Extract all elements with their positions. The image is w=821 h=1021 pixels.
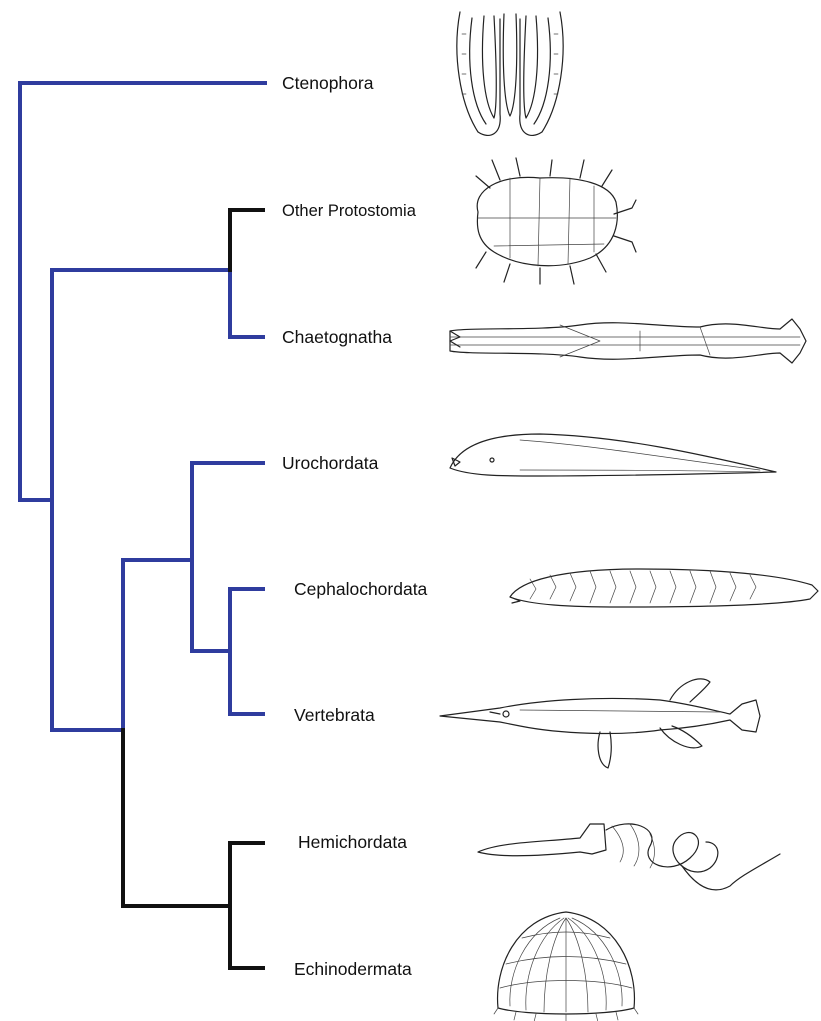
branch-hemi-echino	[230, 843, 263, 968]
highlight-branches	[20, 83, 265, 730]
sea-urchin-illustration	[494, 912, 638, 1021]
branch-chordata	[192, 463, 263, 651]
label-ctenophora: Ctenophora	[282, 73, 374, 93]
branch-olfactores	[230, 589, 263, 714]
gar-fish-illustration	[440, 679, 760, 768]
label-urochordata: Urochordata	[282, 453, 379, 473]
arrow-worm-illustration	[450, 319, 806, 363]
branch-chaetognatha	[230, 270, 263, 337]
acorn-worm-illustration	[478, 824, 780, 890]
tree-branches	[20, 83, 265, 968]
label-hemichordata: Hemichordata	[298, 832, 407, 852]
label-cephalochordata: Cephalochordata	[294, 579, 428, 599]
branch-bilateria	[52, 270, 230, 730]
ctenophore-illustration	[457, 12, 563, 135]
branch-other-protostomia	[230, 210, 263, 270]
tardigrade-illustration	[476, 158, 636, 284]
branch-deuterostomia	[123, 560, 192, 730]
label-vertebrata: Vertebrata	[294, 705, 375, 725]
label-echinodermata: Echinodermata	[294, 959, 412, 979]
tunicate-larva-illustration	[450, 434, 776, 476]
lancelet-illustration	[510, 569, 818, 607]
label-other-protostomia: Other Protostomia	[282, 202, 417, 220]
taxon-labels: Ctenophora Other Protostomia Chaetognath…	[282, 73, 428, 979]
branch-ambulacraria	[123, 730, 230, 906]
label-chaetognatha: Chaetognatha	[282, 327, 392, 347]
